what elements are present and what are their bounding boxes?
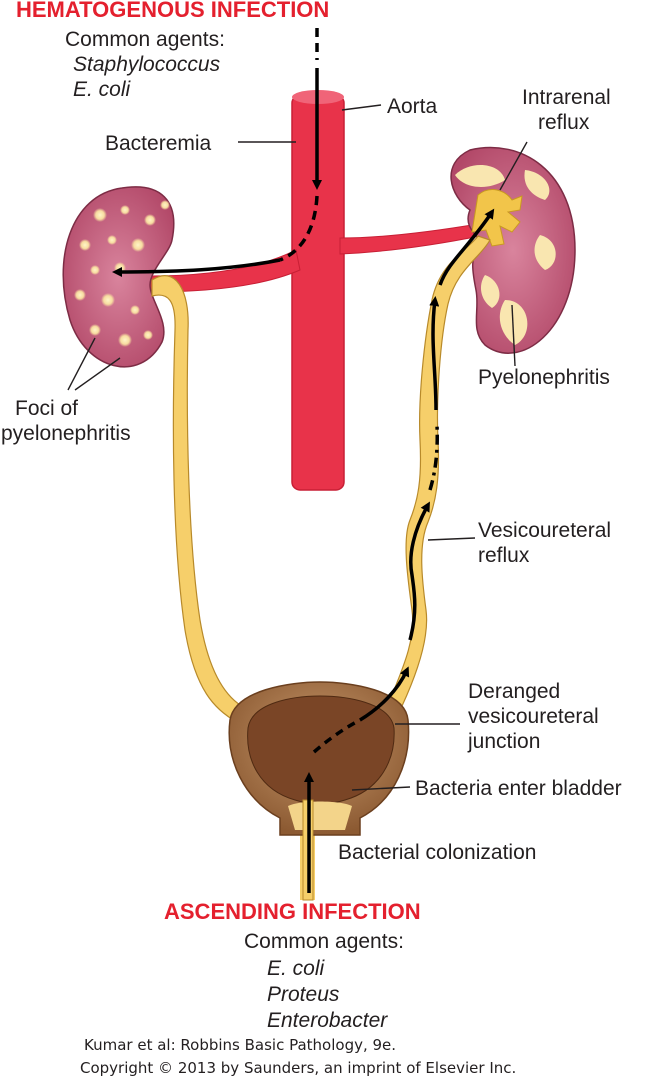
foci-label: Foci of <box>15 397 78 420</box>
deranged-junction-label: Deranged <box>468 680 560 703</box>
ascending-title: ASCENDING INFECTION <box>164 899 421 924</box>
hematogenous-agent: E. coli <box>73 78 132 101</box>
aorta-label: Aorta <box>387 95 438 118</box>
ascending-agents-label: Common agents: <box>244 930 404 953</box>
credit-line: Copyright © 2013 by Saunders, an imprint… <box>80 1059 516 1077</box>
ascending-agent: Enterobacter <box>267 1009 388 1032</box>
right-ureter <box>389 235 491 707</box>
hematogenous-agents-label: Common agents: <box>65 28 225 51</box>
deranged-junction-label: junction <box>467 730 540 753</box>
right-kidney <box>450 146 576 354</box>
leader-lines <box>67 104 528 791</box>
hematogenous-title: HEMATOGENOUS INFECTION <box>16 0 329 22</box>
bacteremia-label: Bacteremia <box>105 132 212 155</box>
credit-line: Kumar et al: Robbins Basic Pathology, 9e… <box>84 1036 396 1054</box>
colonization-label: Bacterial colonization <box>338 841 536 864</box>
left-ureter <box>151 275 246 723</box>
bacteria-enter-label: Bacteria enter bladder <box>415 777 622 800</box>
hematogenous-pathway-arrow <box>112 28 322 277</box>
intrarenal-reflux-label: Intrarenal <box>522 86 611 109</box>
hematogenous-agent: Staphylococcus <box>73 53 221 76</box>
aorta <box>149 90 481 491</box>
pyelonephritis-label: Pyelonephritis <box>478 366 610 389</box>
vesicoureteral-reflux-label: reflux <box>478 544 530 567</box>
foci-label: pyelonephritis <box>1 422 131 445</box>
deranged-junction-label: vesicoureteral <box>468 705 599 728</box>
ascending-pathway-arrow <box>304 208 495 893</box>
bladder <box>228 681 410 901</box>
vesicoureteral-reflux-label: Vesicoureteral <box>478 519 611 542</box>
intrarenal-reflux-label: reflux <box>538 111 590 134</box>
ascending-agent: E. coli <box>267 957 326 980</box>
ascending-agent: Proteus <box>267 983 340 1006</box>
